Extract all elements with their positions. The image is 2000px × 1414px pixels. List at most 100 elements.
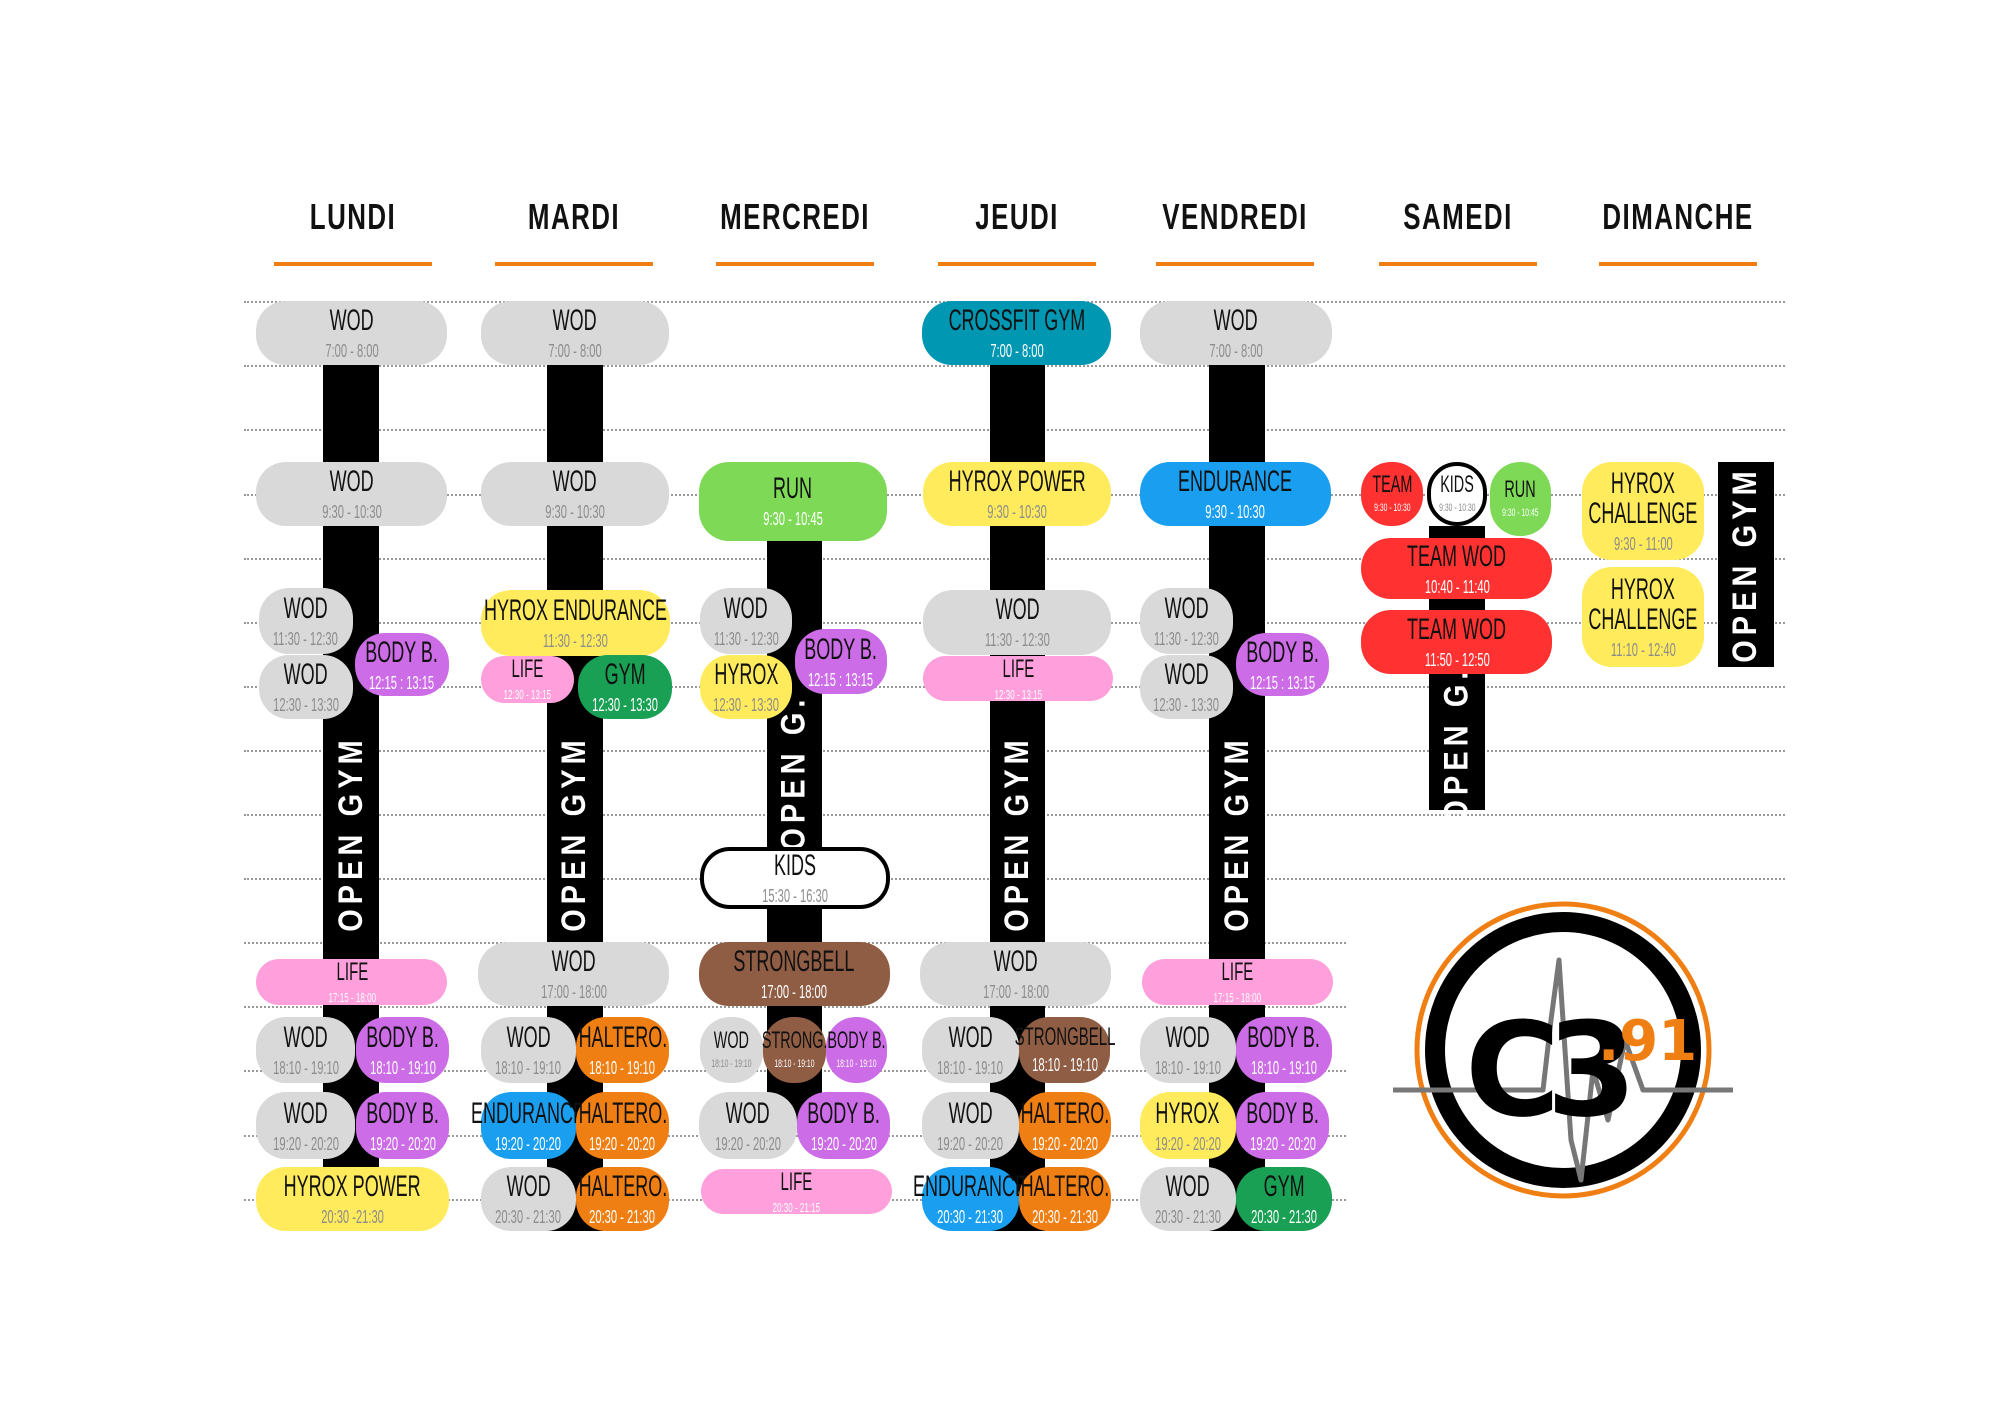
day-name: MARDI xyxy=(528,196,621,237)
class-name: WOD xyxy=(1164,658,1209,692)
class-strong[interactable]: STRONG. 18:10 - 19:10 xyxy=(761,1016,827,1084)
class-body-b[interactable]: BODY B.12:15 : 13:15 xyxy=(794,629,888,694)
class-name: WOD xyxy=(283,1020,328,1054)
class-body-b[interactable]: BODY B.18:10 - 19:10 xyxy=(825,1016,888,1084)
class-name: BODY B. xyxy=(827,1027,886,1055)
class-body-b[interactable]: BODY B.19:20 - 20:20 xyxy=(1235,1092,1330,1159)
class-body-b[interactable]: BODY B.12:15 : 13:15 xyxy=(355,633,449,697)
class-time: 18:10 - 19:10 xyxy=(774,1058,815,1071)
class-time: 20:30 - 21:30 xyxy=(1032,1206,1099,1227)
class-time: 12:15 : 13:15 xyxy=(369,672,435,693)
class-time: 12:30 - 13:15 xyxy=(503,687,552,703)
class-body-b[interactable]: BODY B.18:10 - 19:10 xyxy=(1235,1016,1332,1084)
class-time: 7:00 - 8:00 xyxy=(325,341,379,362)
class-name: STRONG. xyxy=(761,1027,827,1055)
day-header-mercredi: MERCREDI xyxy=(685,196,905,238)
day-name: SAMEDI xyxy=(1402,196,1513,237)
class-time: 19:20 - 20:20 xyxy=(937,1133,1004,1154)
class-time: 9:30 - 10:30 xyxy=(1438,502,1476,515)
class-haltero[interactable]: HALTERO.19:20 - 20:20 xyxy=(1019,1092,1112,1159)
class-haltero[interactable]: HALTERO.20:30 - 21:30 xyxy=(1019,1166,1112,1231)
class-haltero[interactable]: HALTERO.19:20 - 20:20 xyxy=(575,1092,670,1159)
class-time: 19:20 - 20:20 xyxy=(495,1133,562,1154)
class-time: 15:30 - 16:30 xyxy=(761,886,828,907)
class-body-b[interactable]: BODY B.12:15 : 13:15 xyxy=(1235,633,1330,697)
class-name: LIFE xyxy=(1221,957,1254,986)
class-name: WOD xyxy=(726,1096,771,1130)
class-time: 19:20 - 20:20 xyxy=(369,1133,436,1154)
class-name: BODY B. xyxy=(807,1096,880,1130)
class-haltero[interactable]: HALTERO.18:10 - 19:10 xyxy=(575,1016,670,1084)
class-name: WOD xyxy=(283,1096,328,1130)
class-name: WOD xyxy=(995,593,1040,627)
class-name: WOD xyxy=(329,464,374,498)
class-body-b[interactable]: BODY B.18:10 - 19:10 xyxy=(356,1016,449,1084)
class-name: HALTERO. xyxy=(578,1169,667,1203)
class-name: WOD xyxy=(283,592,328,626)
class-haltero[interactable]: HALTERO.20:30 - 21:30 xyxy=(575,1166,670,1231)
open-gym-label-box: OPEN GYM xyxy=(1209,718,1265,949)
class-time: 19:20 - 20:20 xyxy=(1154,1133,1221,1154)
class-time: 10:40 - 11:40 xyxy=(1424,576,1490,597)
class-time: 18:10 - 19:10 xyxy=(589,1057,656,1078)
class-time: 12:30 - 13:30 xyxy=(713,695,780,716)
class-name: ENDURANCE xyxy=(1178,464,1293,498)
open-gym-label-box: OPEN GYM xyxy=(323,718,379,949)
class-body-b[interactable]: BODY B.19:20 - 20:20 xyxy=(797,1092,890,1159)
class-name: WOD xyxy=(724,592,769,626)
class-name: HALTERO. xyxy=(578,1096,667,1130)
class-body-b[interactable]: BODY B.19:20 - 20:20 xyxy=(356,1092,449,1159)
class-name: STRONGBELL xyxy=(1014,1023,1116,1052)
